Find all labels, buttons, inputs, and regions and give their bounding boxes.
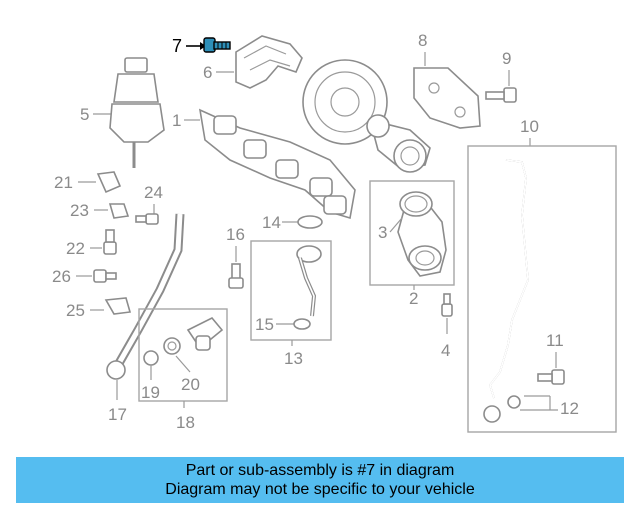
part-20-washer[interactable]: 20 bbox=[163, 337, 200, 394]
part-7-bolt[interactable]: 7 bbox=[172, 36, 231, 56]
callout-23: 23 bbox=[70, 201, 89, 220]
part-18-fitting-kit[interactable]: 18 bbox=[138, 308, 228, 432]
callout-8: 8 bbox=[418, 31, 427, 50]
callout-15: 15 bbox=[255, 315, 274, 334]
callout-9: 9 bbox=[502, 49, 511, 68]
callout-14: 14 bbox=[262, 213, 281, 232]
part-21-clamp[interactable]: 21 bbox=[54, 171, 122, 194]
part-2-pipe-assembly[interactable]: 2 bbox=[369, 180, 455, 308]
callout-3: 3 bbox=[378, 223, 387, 242]
part-3-gasket[interactable]: 3 bbox=[378, 191, 433, 242]
callout-22: 22 bbox=[66, 239, 85, 258]
part-15-gasket[interactable]: 15 bbox=[255, 315, 311, 334]
banner-line-2: Diagram may not be specific to your vehi… bbox=[165, 481, 475, 498]
callout-6: 6 bbox=[203, 63, 212, 82]
callout-25: 25 bbox=[66, 301, 85, 320]
banner-line-1: Part or sub-assembly is #7 in diagram bbox=[185, 462, 455, 479]
part-1-exhaust-manifold[interactable]: 1 bbox=[172, 108, 356, 220]
part-9-bolt[interactable]: 9 bbox=[485, 49, 517, 103]
callout-10: 10 bbox=[520, 117, 539, 136]
part-12-washer[interactable]: 12 bbox=[520, 395, 579, 418]
part-11-bolt[interactable]: 11 bbox=[537, 331, 565, 385]
callout-11: 11 bbox=[546, 331, 564, 350]
callout-4: 4 bbox=[441, 341, 450, 360]
callout-19: 19 bbox=[141, 383, 160, 402]
part-16-stud[interactable]: 16 bbox=[226, 225, 245, 289]
callout-18: 18 bbox=[176, 413, 195, 432]
part-8-bracket[interactable]: 8 bbox=[413, 31, 481, 129]
part-6-heat-shield[interactable]: 6 bbox=[203, 35, 303, 89]
callout-1: 1 bbox=[172, 111, 181, 130]
part-17-support[interactable]: 17 bbox=[106, 213, 185, 424]
callout-13: 13 bbox=[284, 349, 303, 368]
callout-12: 12 bbox=[560, 399, 579, 418]
callout-5: 5 bbox=[80, 105, 89, 124]
callout-21: 21 bbox=[54, 173, 73, 192]
part-13-oil-return-line[interactable]: 13 bbox=[250, 240, 332, 368]
turbocharger[interactable] bbox=[302, 59, 431, 173]
parts-diagram: 7 6 1 5 bbox=[52, 31, 617, 433]
part-23-nut[interactable]: 23 bbox=[70, 201, 130, 220]
info-banner: Part or sub-assembly is #7 in diagram Di… bbox=[16, 457, 624, 503]
part-26-bolt[interactable]: 26 bbox=[52, 267, 117, 286]
part-10-oil-line[interactable]: 10 bbox=[467, 117, 617, 433]
callout-16: 16 bbox=[226, 225, 245, 244]
part-5-actuator[interactable]: 5 bbox=[80, 57, 165, 168]
callout-20: 20 bbox=[181, 375, 200, 394]
callout-2: 2 bbox=[409, 289, 418, 308]
callout-26: 26 bbox=[52, 267, 71, 286]
part-4-bolt[interactable]: 4 bbox=[441, 293, 453, 360]
part-19-washer[interactable]: 19 bbox=[141, 350, 160, 402]
part-22-bolt[interactable]: 22 bbox=[66, 229, 117, 258]
part-24-bolt[interactable]: 24 bbox=[135, 183, 163, 225]
part-14-gasket[interactable]: 14 bbox=[262, 213, 323, 232]
part-25-clip[interactable]: 25 bbox=[66, 297, 132, 320]
callout-24: 24 bbox=[144, 183, 163, 202]
callout-7: 7 bbox=[172, 36, 182, 56]
callout-17: 17 bbox=[108, 405, 127, 424]
